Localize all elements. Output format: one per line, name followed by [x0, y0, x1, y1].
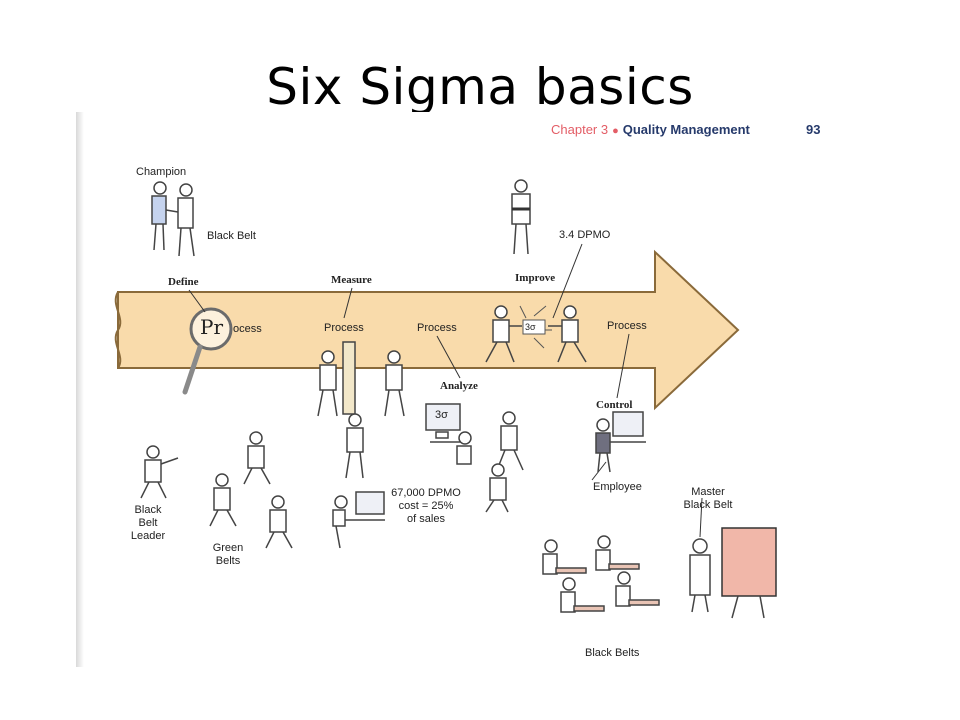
master-black-belt-figure-icon [689, 527, 777, 619]
process-label: Process [324, 322, 364, 334]
classroom-figures-icon [542, 535, 660, 613]
page-edge-shadow [76, 112, 84, 667]
employee-at-computer-icon [595, 411, 646, 473]
stage-improve: Improve [515, 272, 556, 284]
process-label: Process [607, 320, 647, 332]
champion-figure-icon [151, 181, 195, 257]
impact-burst-icon [519, 305, 552, 349]
black-belt-label: Black Belt [207, 230, 256, 242]
employee-label: Employee [593, 481, 642, 493]
analyze-figures-icon [485, 411, 524, 513]
standing-black-belt-icon [511, 179, 531, 255]
green-belt-figures-icon [209, 431, 293, 549]
stage-measure: Measure [331, 274, 372, 286]
magnifier-icon [189, 307, 233, 351]
stage-analyze: Analyze [440, 380, 478, 392]
stage-define: Define [168, 276, 199, 288]
magnifier-text: Pr [200, 315, 224, 339]
analyze-monitor-icon [425, 403, 472, 465]
bullet-icon: ● [612, 125, 619, 137]
black-belt-leader-label: Black Belt Leader [130, 504, 166, 542]
desk-worker-icon [332, 491, 385, 549]
stage-control: Control [596, 399, 633, 411]
process-arrow [117, 249, 740, 411]
monitor-sigma-label: 3σ [435, 409, 448, 421]
master-black-belt-label: Master Black Belt [683, 486, 733, 511]
arrow-tail-curl [114, 291, 122, 369]
champion-label: Champion [136, 166, 187, 178]
black-belt-leader-figure-icon [140, 445, 179, 499]
process-label: Process [417, 322, 457, 334]
dpmo-target-label: 3.4 DPMO [559, 229, 611, 241]
sparring-figures-icon [485, 305, 587, 363]
measure-figures-icon [317, 341, 405, 479]
slide-title: Six Sigma basics [266, 58, 694, 116]
page-number: 93 [806, 122, 821, 137]
process-label-ocess: ocess [233, 323, 262, 335]
black-belts-label: Black Belts [585, 647, 640, 659]
green-belts-label: Green Belts [212, 542, 244, 567]
section-label: Quality Management [622, 122, 750, 137]
magnifier-handle [182, 344, 203, 395]
chapter-label: Chapter 3 [551, 122, 609, 137]
improve-box-label: 3σ [525, 322, 536, 332]
cost-note-label: 67,000 DPMO cost = 25% of sales [391, 487, 461, 525]
book-header: Chapter 3●Quality Management 93 [551, 122, 820, 137]
